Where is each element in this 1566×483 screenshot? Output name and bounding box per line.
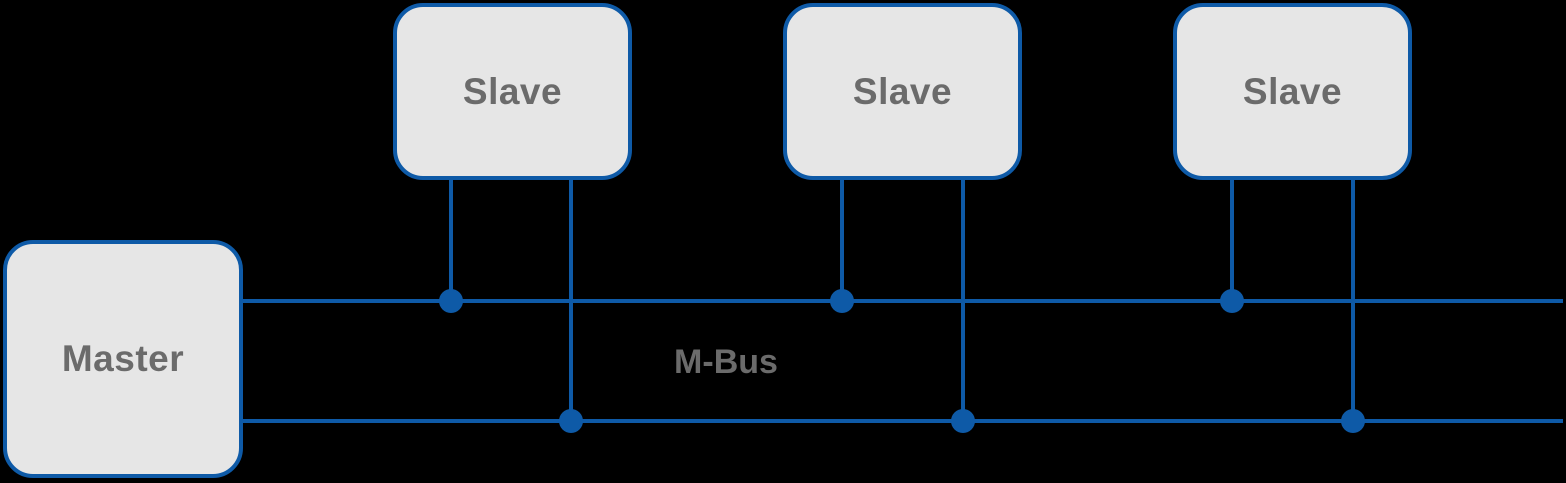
drop-line-slave1-left — [449, 180, 453, 303]
slave-node-2: Slave — [783, 3, 1022, 180]
bus-line-top — [243, 299, 1563, 303]
drop-line-slave2-right — [961, 180, 965, 423]
junction-dot-slave1-bottom — [559, 409, 583, 433]
junction-dot-slave1-top — [439, 289, 463, 313]
bus-label: M-Bus — [674, 343, 778, 381]
slave-node-3: Slave — [1173, 3, 1412, 180]
bus-line-bottom — [243, 419, 1563, 423]
junction-dot-slave2-bottom — [951, 409, 975, 433]
slave-node-1: Slave — [393, 3, 632, 180]
slave-node-2-label: Slave — [852, 70, 953, 112]
slave-node-3-label: Slave — [1242, 70, 1343, 112]
junction-dot-slave3-bottom — [1341, 409, 1365, 433]
drop-line-slave3-left — [1230, 180, 1234, 303]
drop-line-slave3-right — [1351, 180, 1355, 423]
junction-dot-slave3-top — [1220, 289, 1244, 313]
drop-line-slave1-right — [569, 180, 573, 423]
junction-dot-slave2-top — [830, 289, 854, 313]
master-node: Master — [3, 240, 243, 478]
slave-node-1-label: Slave — [462, 70, 563, 112]
master-node-label: Master — [61, 338, 185, 379]
drop-line-slave2-left — [840, 180, 844, 303]
